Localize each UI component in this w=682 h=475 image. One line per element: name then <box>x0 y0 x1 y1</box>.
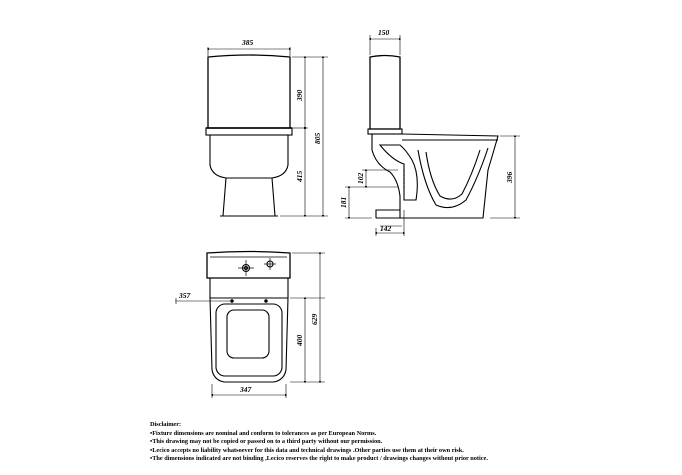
dim-total-height: 805 <box>313 133 322 145</box>
dim-plan-depth: 629 <box>310 314 319 326</box>
disclaimer-line: •Fixture dimensions are nominal and conf… <box>150 429 377 437</box>
dim-plan-fixing: 357 <box>178 291 191 300</box>
dim-front-width: 385 <box>241 38 254 47</box>
disclaimer-line: •This drawing may not be copied or passe… <box>150 438 383 446</box>
dim-side-depth: 150 <box>378 28 390 37</box>
front-view <box>205 54 293 217</box>
plan-dimension-lines <box>175 251 325 398</box>
dim-rim-height: 396 <box>505 172 514 185</box>
side-dimension-lines <box>345 35 520 236</box>
side-view <box>367 54 499 227</box>
dim-outlet-height: 102 <box>356 173 365 185</box>
dim-plan-bowl: 400 <box>295 335 304 348</box>
dim-cistern-height: 390 <box>295 90 304 103</box>
disclaimer-title: Disclaimer: <box>150 421 182 428</box>
dim-plan-width: 347 <box>239 385 252 394</box>
dim-outlet-center: 181 <box>339 197 348 208</box>
disclaimer-line: •Lecico accepts no liability whatsoever … <box>150 446 464 454</box>
front-dimension-lines <box>206 47 328 218</box>
dim-pan-height: 415 <box>295 171 304 184</box>
dim-outlet-offset: 142 <box>380 224 392 233</box>
plan-view <box>206 250 291 383</box>
disclaimer-line: •The dimensions indicated are not bindin… <box>150 455 488 463</box>
disclaimer-block: Disclaimer: •Fixture dimensions are nomi… <box>150 421 670 464</box>
